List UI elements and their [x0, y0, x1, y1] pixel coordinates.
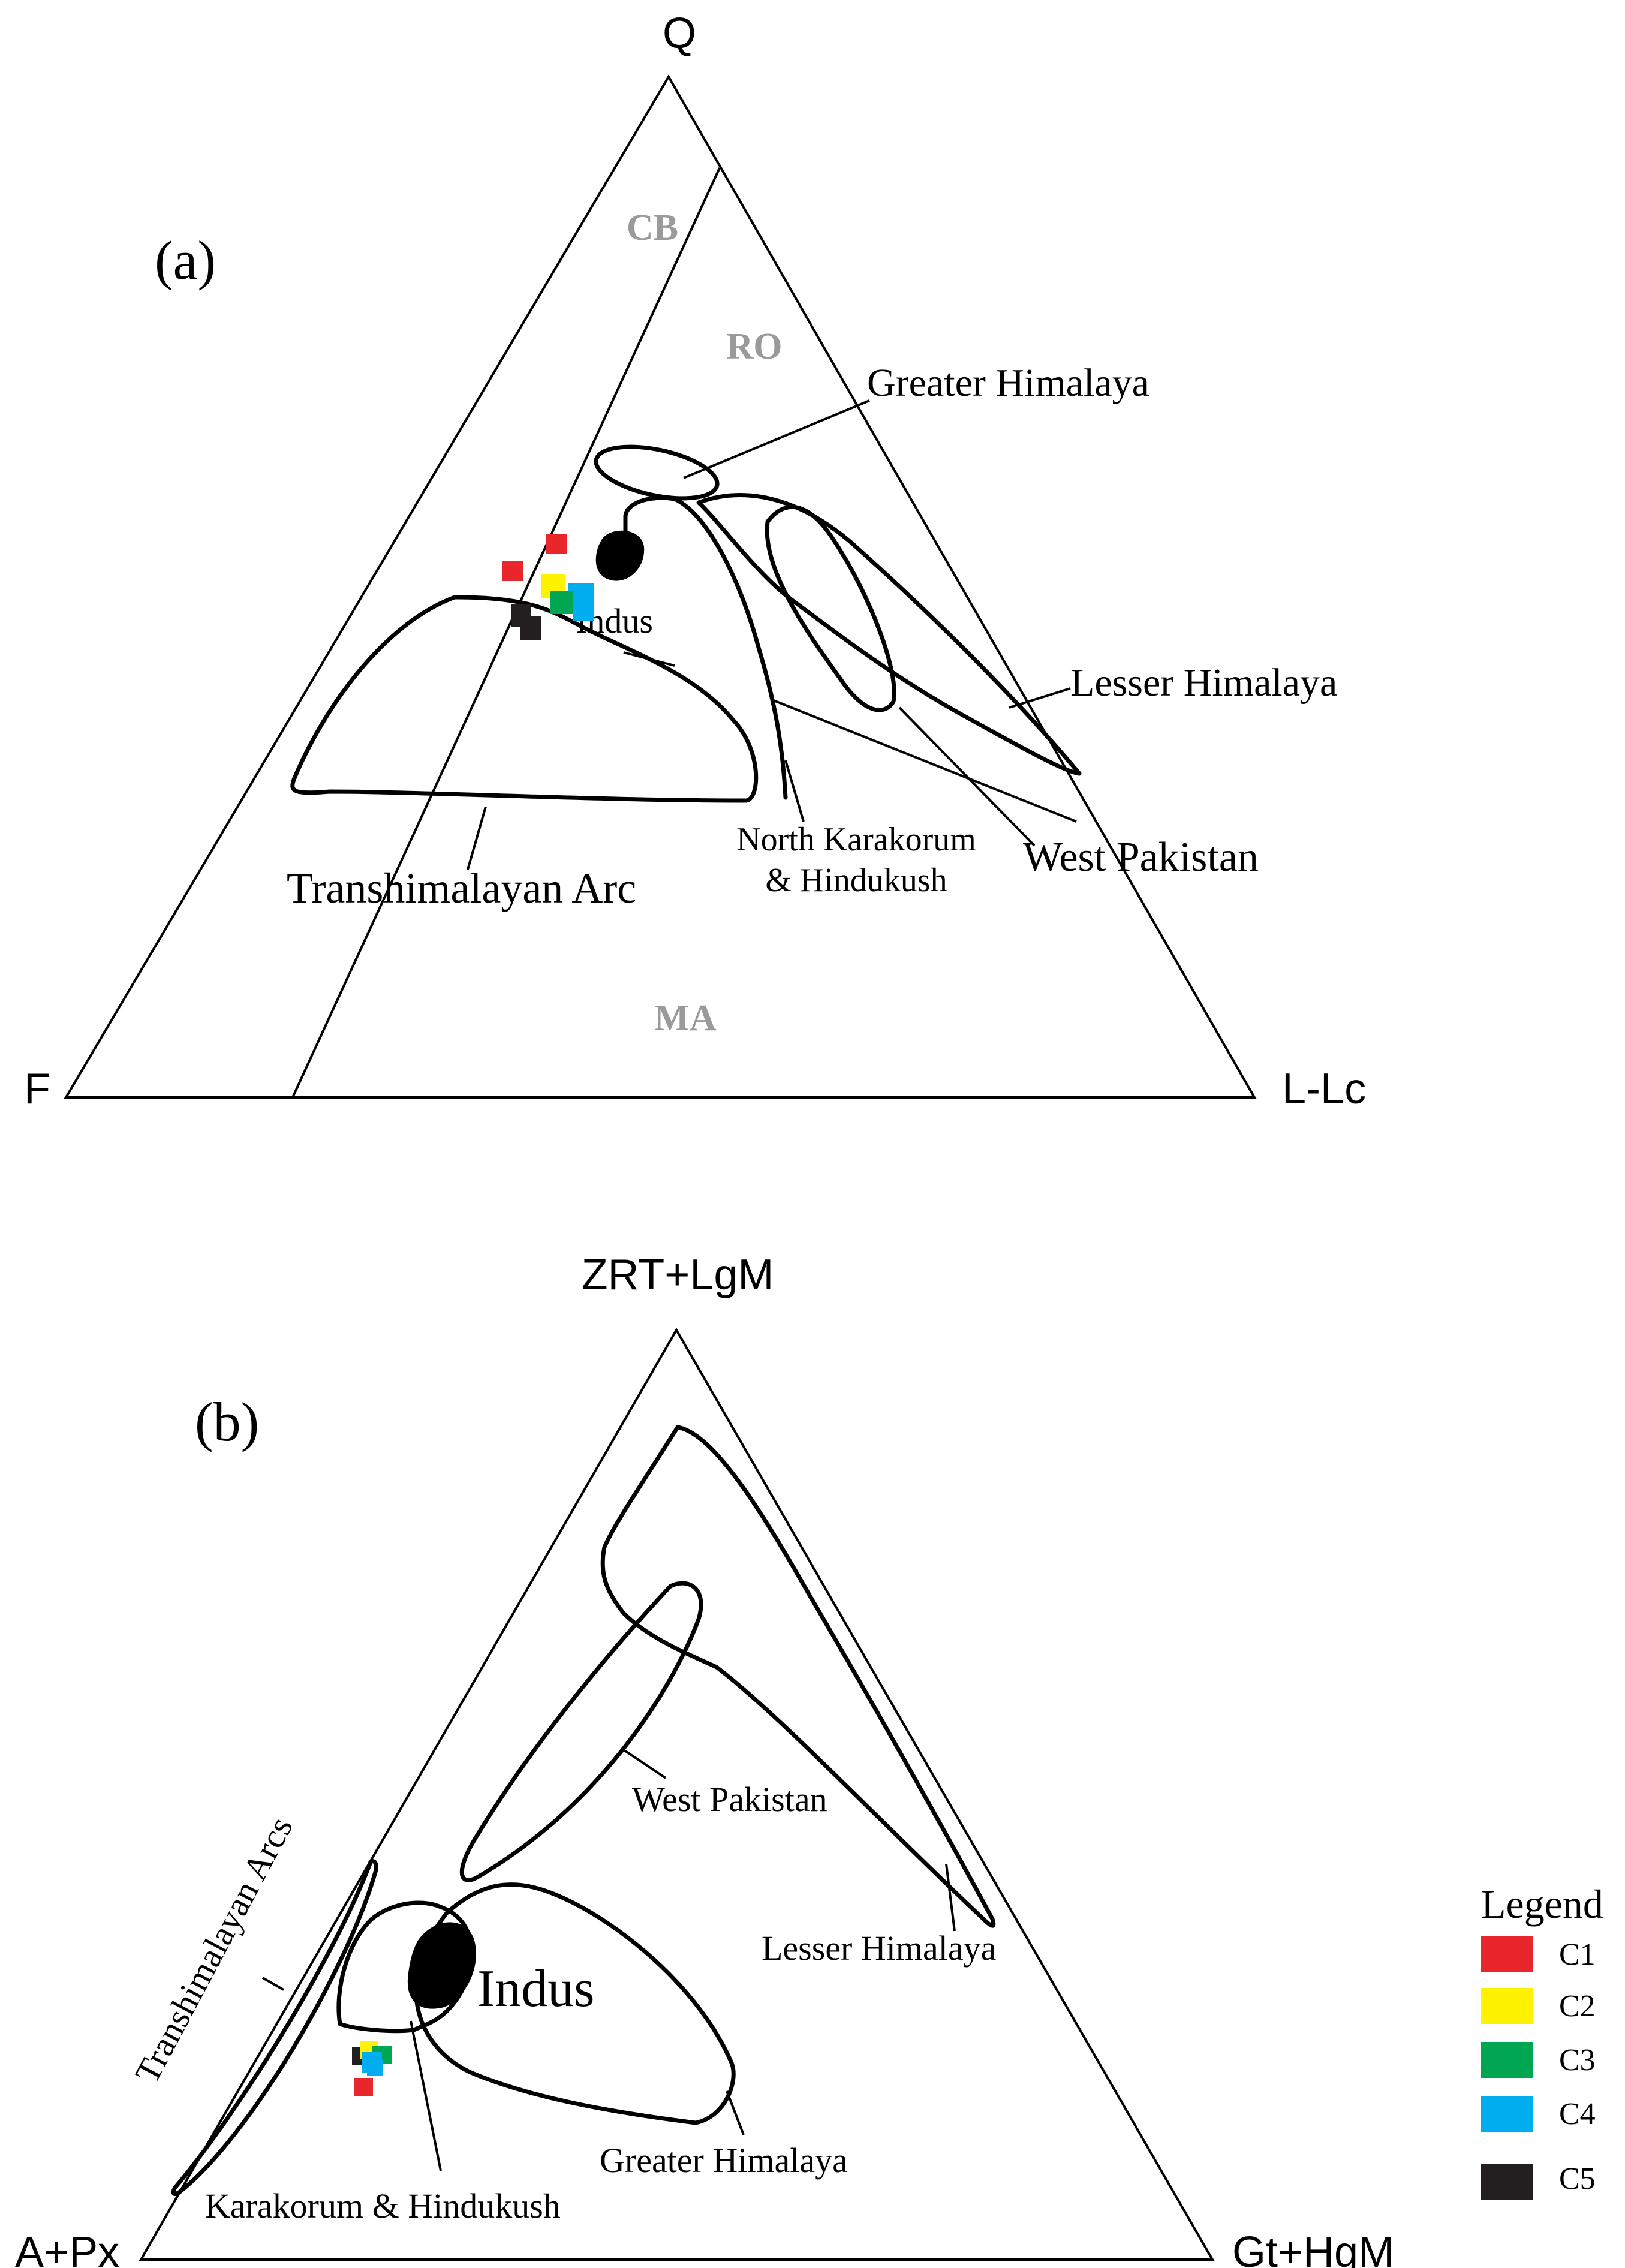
legend-swatch-c4: [1481, 2096, 1533, 2132]
legend-label-c2: C2: [1559, 1989, 1596, 2023]
legend-label-c1: C1: [1559, 1938, 1596, 1972]
field-b-transhimalayan-arcs: [171, 1859, 378, 2196]
panel-b-label: (b): [195, 1391, 259, 1452]
field-b-west-pakistan: [459, 1581, 703, 1882]
panel-b-apex-right: Gt+HgM: [1232, 2228, 1394, 2268]
field-b-lesser-himalaya-label: Lesser Himalaya: [762, 1929, 996, 1968]
field-a-transhimalayan-arc: [290, 595, 759, 803]
sample-a-c5-2: [520, 616, 541, 640]
legend-swatch-c5: [1481, 2164, 1533, 2200]
leader-a-indus: [623, 651, 675, 667]
sample-a-c1-1: [502, 561, 523, 581]
sample-b-c1: [354, 2078, 373, 2096]
field-a-west-pakistan-label: West Pakistan: [1023, 834, 1259, 880]
field-b-west-pakistan-label: West Pakistan: [632, 1780, 827, 1819]
panel-a-triangle-frame: [64, 74, 1257, 1099]
sample-b-c4-2: [367, 2060, 383, 2076]
panel-a-apex-q: Q: [663, 10, 696, 58]
legend: Legend C1 C2 C3 C4 C5: [1481, 1881, 1603, 2200]
panel-a-boundary-line: [291, 167, 721, 1098]
panel-b: (b) ZRT+LgM A+Px Gt+HgM West Pakistan Le…: [15, 1251, 1394, 2268]
field-a-west-pakistan: [765, 504, 896, 712]
panel-b-apex-left: A+Px: [15, 2228, 119, 2268]
leader-b-transhimalayan: [262, 1977, 284, 1991]
field-a-lesser-himalaya-label: Lesser Himalaya: [1070, 661, 1337, 705]
field-a-indus-filled: [595, 530, 645, 581]
legend-title: Legend: [1481, 1881, 1603, 1927]
panel-a-samples: [502, 534, 594, 640]
field-a-lesser-himalaya-outer: [696, 493, 1082, 776]
field-a-indus-stem: [623, 495, 677, 578]
panel-a-apex-f: F: [24, 1065, 50, 1113]
field-a-greater-himalaya-label: Greater Himalaya: [867, 361, 1149, 405]
panel-a-apex-l-lc: L-Lc: [1282, 1065, 1366, 1113]
field-a-north-karakorum: [672, 497, 788, 800]
leader-a-greater-himalaya: [683, 399, 870, 479]
leader-a-lesser-himalaya: [1009, 687, 1071, 709]
leader-b-greater-himalaya: [726, 2090, 745, 2135]
field-b-indus-label: Indus: [477, 1960, 595, 2018]
legend-label-c3: C3: [1559, 2043, 1596, 2077]
field-b-greater-himalaya-label: Greater Himalaya: [600, 2141, 848, 2180]
legend-label-c5: C5: [1559, 2162, 1596, 2196]
panel-b-triangle-frame: [139, 1327, 1215, 2261]
field-b-indus-filled: [407, 1922, 476, 2009]
zone-cb-label: CB: [627, 207, 678, 248]
zone-ro-label: RO: [727, 326, 783, 367]
panel-a-label: (a): [155, 230, 216, 291]
leader-b-karakorum: [410, 2020, 442, 2171]
panel-b-samples: [352, 2041, 392, 2096]
field-b-lesser-himalaya: [600, 1425, 996, 1928]
zone-ma-label: MA: [654, 998, 717, 1039]
field-b-karakorum-hindukush: [336, 1900, 474, 2034]
field-a-north-karakorum-label-1: North Karakorum: [736, 821, 976, 858]
legend-swatch-c1: [1481, 1936, 1533, 1972]
field-a-transhimalayan-label: Transhimalayan Arc: [287, 864, 636, 912]
sample-a-c3: [550, 591, 573, 614]
legend-swatch-c2: [1481, 1988, 1533, 2024]
legend-label-c4: C4: [1559, 2097, 1596, 2131]
leader-a-transhimalayan: [467, 806, 487, 870]
field-a-greater-himalaya: [594, 444, 720, 501]
panel-b-apex-top: ZRT+LgM: [582, 1251, 774, 1299]
leader-b-west-pakistan: [622, 1749, 667, 1779]
field-b-greater-himalaya: [414, 1882, 736, 2125]
leader-b-lesser-himalaya: [945, 1863, 956, 1932]
leader-a-north-karakorum: [784, 760, 805, 822]
field-b-karakorum-label: Karakorum & Hindukush: [205, 2186, 561, 2225]
panel-a: (a) Q F L-Lc CB RO MA Greater Himalaya L…: [24, 10, 1366, 1113]
leader-a-west-pakistan-2: [773, 699, 1077, 823]
field-a-north-karakorum-label-2: & Hindukush: [765, 862, 947, 899]
sample-a-c1-2: [546, 534, 567, 554]
sample-a-c4-2: [573, 600, 594, 621]
legend-swatch-c3: [1481, 2042, 1533, 2078]
